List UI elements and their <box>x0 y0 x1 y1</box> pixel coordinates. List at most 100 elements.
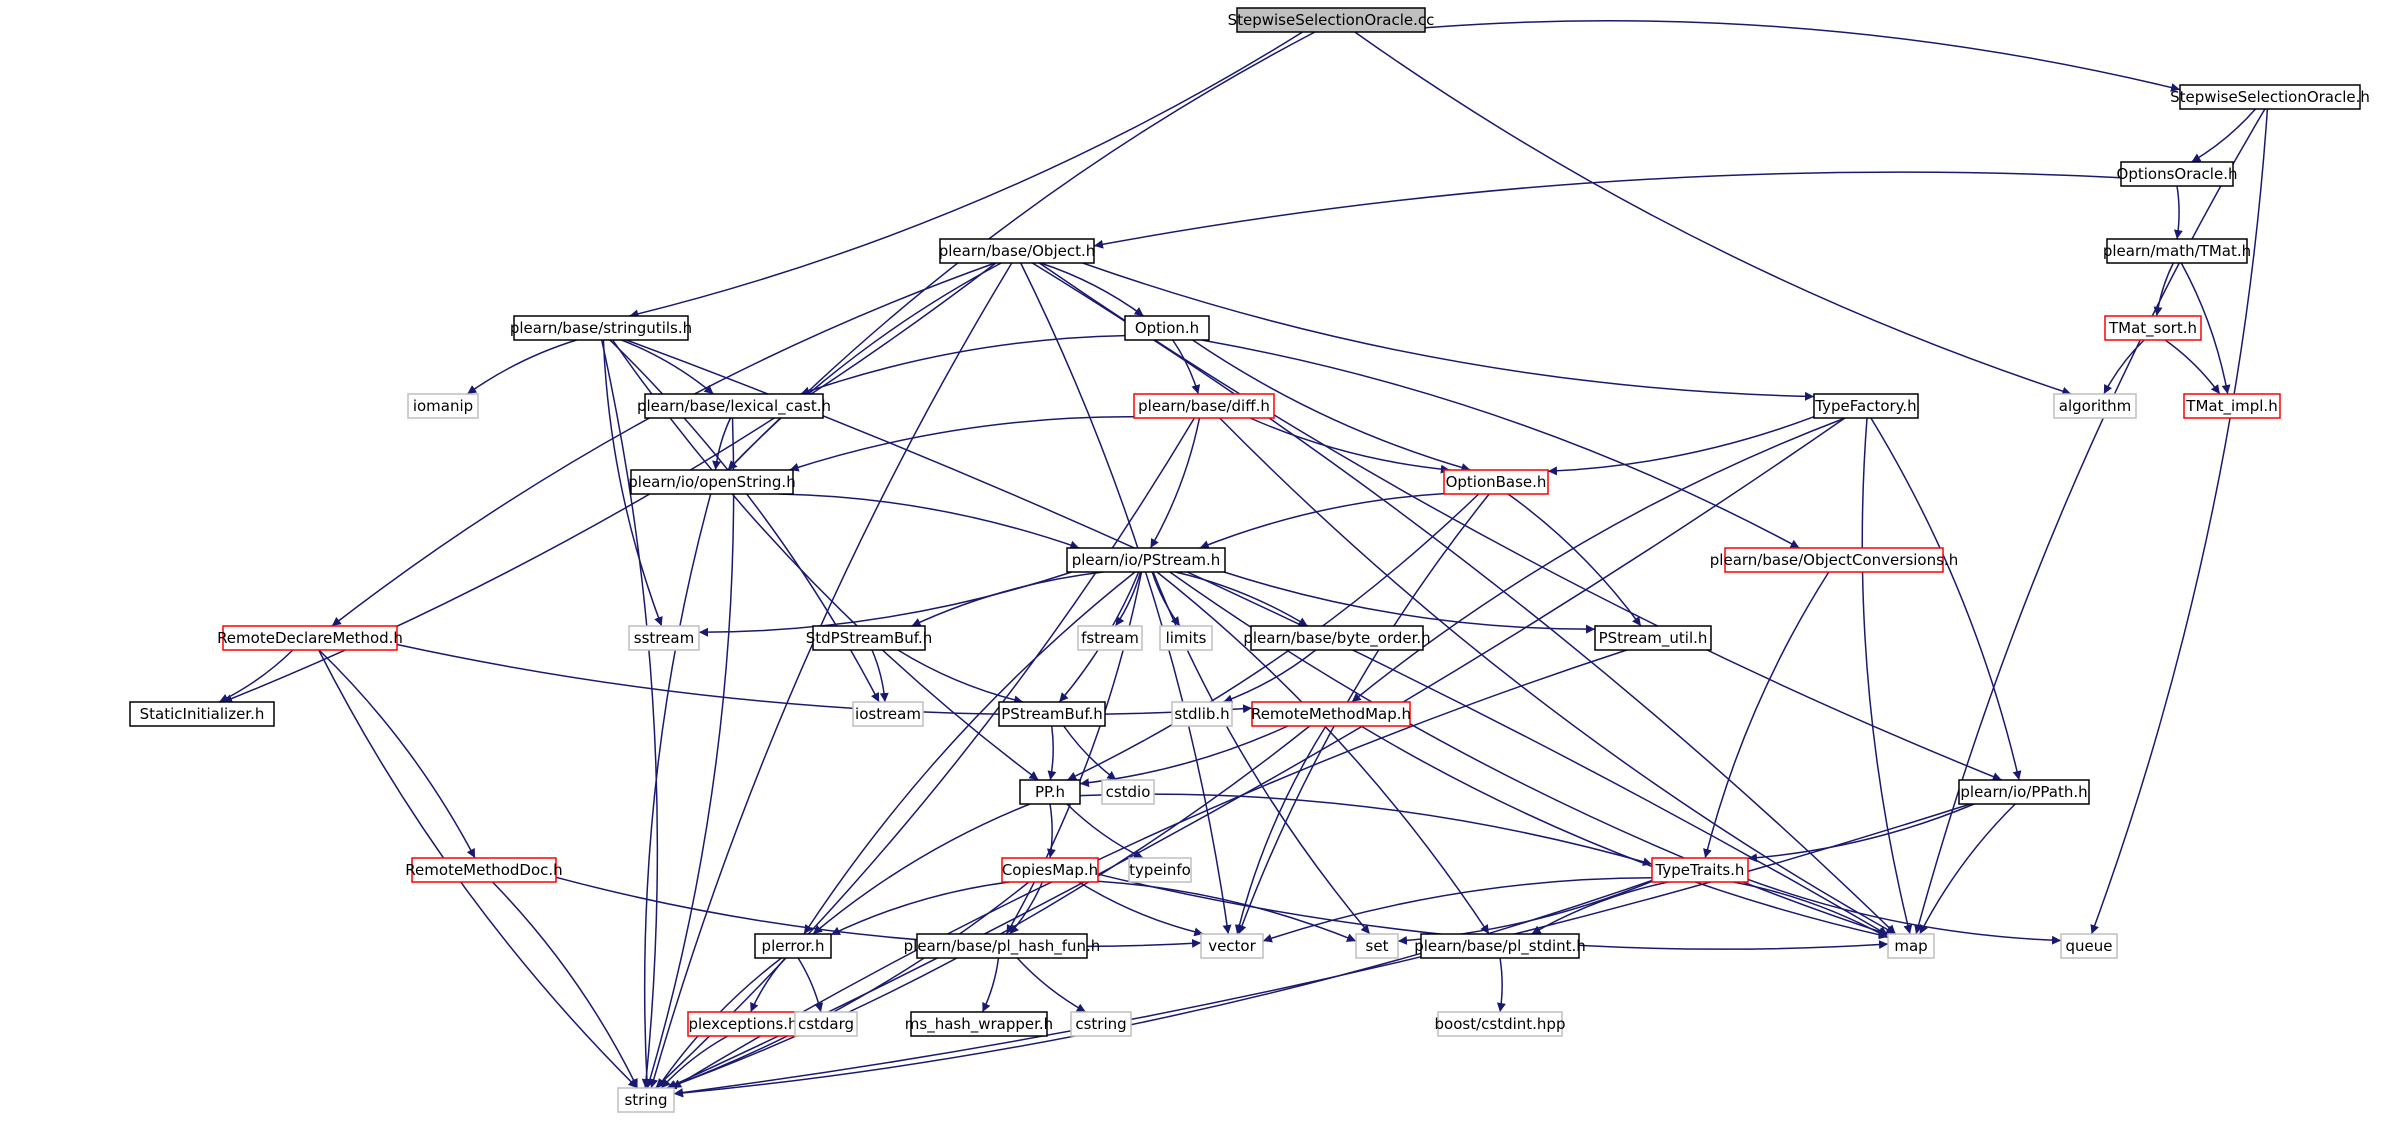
node-label-fstream: fstream <box>1081 629 1139 647</box>
edge-pp-to-typeinfo <box>1066 803 1144 859</box>
edge-pstream-to-stdpsb <box>911 571 1104 627</box>
node-label-map: map <box>1894 937 1927 955</box>
edge-optionbase-to-pstream <box>1199 492 1445 549</box>
node-label-limits: limits <box>1166 629 1207 647</box>
edge-optionbase-to-pstreamutil <box>1507 493 1642 627</box>
node-label-stdint: plearn/base/pl_stdint.h <box>1414 937 1586 956</box>
node-box-typetraits <box>1651 857 1749 883</box>
node-label-root: StepwiseSelectionOracle.cc <box>1228 11 1435 29</box>
edge-rmm-to-vector <box>1234 725 1327 935</box>
edge-stdpsb-to-iostream <box>871 649 889 703</box>
edge-option-to-optionbase <box>1192 339 1471 472</box>
node-mshash[interactable]: ms_hash_wrapper.h <box>905 1011 1053 1037</box>
node-box-remotedoc <box>411 857 557 883</box>
edge-typetraits-to-vector <box>1262 877 1653 943</box>
node-pp[interactable]: PP.h <box>1019 779 1081 805</box>
node-label-diff: plearn/base/diff.h <box>1138 397 1270 415</box>
node-typeinfo: typeinfo <box>1128 857 1192 883</box>
node-option[interactable]: Option.h <box>1124 315 1210 341</box>
node-remotedoc[interactable]: RemoteMethodDoc.h <box>405 857 563 883</box>
edge-pstream-to-fstream <box>1114 571 1142 627</box>
node-stdpsb[interactable]: StdPStreamBuf.h <box>806 625 933 651</box>
node-ppath[interactable]: plearn/io/PPath.h <box>1958 779 2090 805</box>
node-iomanip: iomanip <box>407 393 479 419</box>
node-box-algorithm <box>2053 393 2137 419</box>
node-stdint[interactable]: plearn/base/pl_stdint.h <box>1414 933 1586 959</box>
edge-typefactory-to-map <box>1861 417 1913 935</box>
node-iostream: iostream <box>852 701 924 727</box>
node-diff[interactable]: plearn/base/diff.h <box>1133 393 1275 419</box>
node-lexcast[interactable]: plearn/base/lexical_cast.h <box>637 393 831 419</box>
edge-pstream-to-sstream <box>698 571 1073 637</box>
node-box-byteorder <box>1250 625 1424 651</box>
edge-sso_h-to-optoracle <box>2191 108 2257 163</box>
node-box-tmatimpl <box>2183 393 2281 419</box>
node-box-ppath <box>1958 779 2090 805</box>
edge-tmat-to-tmatimpl <box>2180 262 2231 395</box>
node-typetraits[interactable]: TypeTraits.h <box>1651 857 1749 883</box>
node-sso_h[interactable]: StepwiseSelectionOracle.h <box>2170 84 2370 110</box>
edge-stringutils-to-string <box>600 339 659 1089</box>
edge-objconv-to-typetraits <box>1703 571 1830 859</box>
node-byteorder[interactable]: plearn/base/byte_order.h <box>1243 625 1431 651</box>
node-box-sstream <box>628 625 700 651</box>
node-label-option: Option.h <box>1135 319 1199 337</box>
node-openstring[interactable]: plearn/io/openString.h <box>628 469 796 495</box>
node-box-lexcast <box>644 393 824 419</box>
edge-plerror-to-cstdarg <box>797 957 824 1013</box>
edge-pstream-to-byteorder <box>1175 571 1308 627</box>
node-label-boostcstdint: boost/cstdint.hpp <box>1435 1015 1566 1033</box>
edge-tmatsort-to-tmatimpl <box>2164 339 2221 395</box>
node-tmatimpl[interactable]: TMat_impl.h <box>2183 393 2281 419</box>
node-box-pp <box>1019 779 1081 805</box>
node-box-stdint <box>1420 933 1580 959</box>
node-hashfun[interactable]: plearn/base/pl_hash_fun.h <box>904 933 1101 959</box>
edge-object-to-ppath <box>1038 262 2002 781</box>
node-objconv[interactable]: plearn/base/ObjectConversions.h <box>1710 547 1958 573</box>
node-box-staticinit <box>129 701 275 727</box>
node-object[interactable]: plearn/base/Object.h <box>939 238 1096 264</box>
node-pstreamutil[interactable]: PStream_util.h <box>1594 625 1712 651</box>
node-tmatsort[interactable]: TMat_sort.h <box>2104 315 2202 341</box>
node-box-vector <box>1200 933 1264 959</box>
node-remotedecl[interactable]: RemoteDeclareMethod.h <box>217 625 403 651</box>
node-tmat[interactable]: plearn/math/TMat.h <box>2103 238 2251 264</box>
node-label-plexceptions: plexceptions.h <box>688 1015 797 1033</box>
node-typefactory[interactable]: TypeFactory.h <box>1813 393 1919 419</box>
node-copiesmap[interactable]: CopiesMap.h <box>1001 857 1099 883</box>
node-label-cstring: cstring <box>1075 1015 1126 1033</box>
node-stringutils[interactable]: plearn/base/stringutils.h <box>510 315 692 341</box>
node-box-iomanip <box>407 393 479 419</box>
node-plexceptions[interactable]: plexceptions.h <box>687 1011 799 1037</box>
node-box-typefactory <box>1813 393 1919 419</box>
node-label-stdpsb: StdPStreamBuf.h <box>806 629 933 647</box>
node-label-pstreamutil: PStream_util.h <box>1599 629 1708 648</box>
node-label-iomanip: iomanip <box>413 397 473 415</box>
node-root[interactable]: StepwiseSelectionOracle.cc <box>1228 7 1435 33</box>
node-rmm[interactable]: RemoteMethodMap.h <box>1251 701 1411 727</box>
edge-sso_h-to-queue <box>2090 108 2269 935</box>
node-plerror[interactable]: plerror.h <box>754 933 832 959</box>
edge-pstream-to-set <box>1152 571 1371 935</box>
edge-typetraits-to-queue <box>1747 878 2062 945</box>
edge-plexceptions-to-string <box>660 1035 729 1089</box>
edge-byteorder-to-stdlib <box>1223 649 1317 704</box>
edge-optoracle-to-tmat <box>2173 185 2183 240</box>
node-pstream[interactable]: plearn/io/PStream.h <box>1066 547 1226 573</box>
node-box-optoracle <box>2120 161 2234 187</box>
node-psb[interactable]: PStreamBuf.h <box>998 701 1106 727</box>
edge-copiesmap-to-string <box>666 881 1030 1090</box>
edge-remotedecl-to-remotedoc <box>318 649 476 859</box>
node-optionbase[interactable]: OptionBase.h <box>1443 469 1549 495</box>
node-optoracle[interactable]: OptionsOracle.h <box>2117 161 2238 187</box>
node-label-optoracle: OptionsOracle.h <box>2117 165 2238 183</box>
node-label-typefactory: TypeFactory.h <box>1814 397 1916 415</box>
node-label-pp: PP.h <box>1035 783 1065 801</box>
node-box-boostcstdint <box>1437 1011 1563 1037</box>
node-staticinit[interactable]: StaticInitializer.h <box>129 701 275 727</box>
edge-stringutils-to-iomanip <box>466 339 577 395</box>
edge-copiesmap-to-plerror <box>830 881 1010 936</box>
nodes-layer: StepwiseSelectionOracle.ccStepwiseSelect… <box>129 7 2370 1113</box>
node-box-rmm <box>1251 701 1411 727</box>
node-box-cstring <box>1070 1011 1132 1037</box>
